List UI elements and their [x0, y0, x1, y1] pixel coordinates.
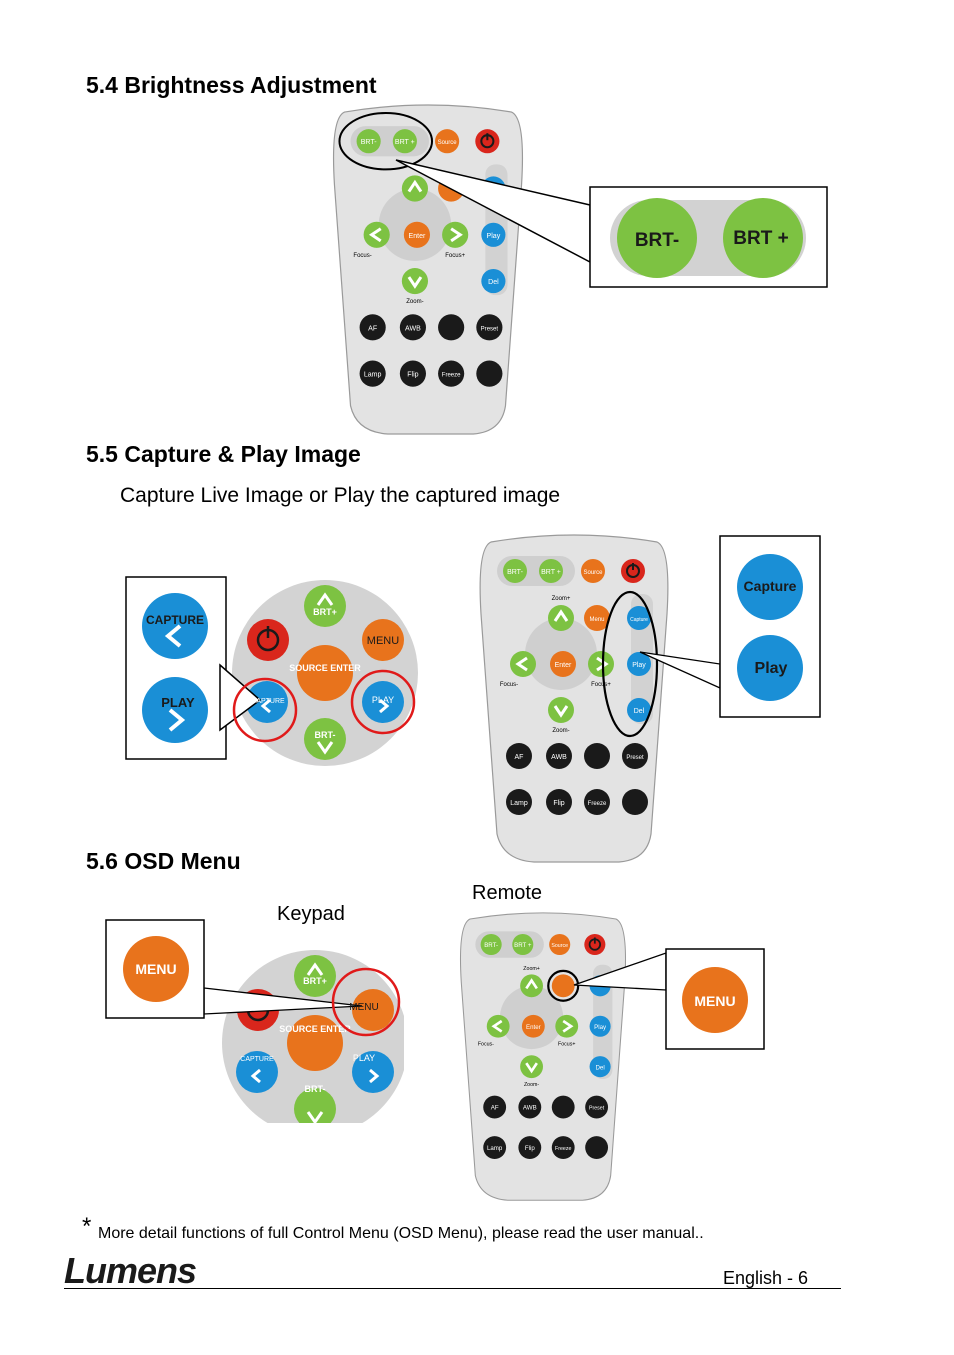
keypad-label: BRT-: [305, 1084, 326, 1094]
remote-label: AF: [515, 754, 524, 761]
remote-label: Focus+: [445, 253, 465, 259]
lumens-logo: Lumens: [64, 1250, 197, 1291]
remote-label: BRT +: [514, 942, 532, 949]
remote-label: Del: [634, 708, 645, 715]
section-5-5-heading: 5.5 Capture & Play Image: [86, 441, 361, 467]
remote-label: Focus-: [478, 1042, 494, 1048]
remote-label: Preset: [481, 326, 499, 332]
remote-label: Enter: [526, 1024, 541, 1031]
remote-label: BRT +: [541, 569, 561, 576]
remote-label: BRT +: [395, 139, 415, 146]
menu-callout-remote: MENU: [573, 948, 765, 1050]
remote-label: Enter: [409, 233, 426, 240]
remote-label: Del: [488, 279, 499, 286]
remote-label: Source: [551, 943, 568, 949]
remote-label: Play: [487, 233, 501, 240]
remote-label: AF: [491, 1105, 499, 1112]
footnote-text: More detail functions of full Control Me…: [98, 1225, 704, 1242]
page-number: English - 6: [723, 1268, 809, 1288]
play-callout-label-remote: Play: [755, 660, 788, 677]
keypad-label: CAPTURE: [251, 698, 285, 705]
remote-label: Flip: [525, 1145, 535, 1152]
remote-label: Zoom+: [523, 966, 540, 972]
keypad-label: CAPTURE: [240, 1056, 274, 1063]
remote-label: Lamp: [487, 1145, 503, 1152]
remote-label: Preset: [589, 1106, 605, 1112]
remote-label: AWB: [523, 1105, 537, 1112]
capture-callout-label-remote: Capture: [744, 578, 797, 594]
keypad-menu: MENU BRT+ MENU SOURCE ENTER CAPTURE PLAY…: [105, 919, 404, 1123]
remote-label: Capture: [630, 617, 648, 623]
play-callout-label: PLAY: [161, 695, 195, 710]
remote-label: AF: [368, 325, 378, 332]
keypad-label: SOURCE ENTER: [289, 663, 361, 673]
keypad-label: SOURCE ENTER: [279, 1024, 351, 1034]
remote-label: Focus-: [353, 253, 371, 259]
section-5-5-description: Capture Live Image or Play the captured …: [120, 484, 561, 507]
remote-label: AWB: [405, 325, 421, 332]
remote-label: Freeze: [588, 801, 607, 807]
footnote-star: *: [82, 1213, 92, 1240]
remote-label: Freeze: [555, 1146, 571, 1152]
remote-label: Menu: [589, 617, 604, 623]
remote-label: Play: [594, 1024, 607, 1031]
remote-label: Focus-: [500, 682, 518, 688]
keypad-label: BRT+: [313, 607, 337, 617]
footer-rule: [64, 1288, 841, 1289]
remote-label: Zoom-: [406, 299, 423, 305]
remote-label: Enter: [555, 662, 572, 669]
keypad-label: BRT-: [315, 730, 336, 740]
menu-callout-label: MENU: [135, 961, 176, 977]
remote-label: Zoom-: [524, 1082, 539, 1088]
remote-illustration-capture: BRT- BRT + Source Zoom+ Menu Capture Ent…: [478, 534, 670, 864]
remote-label: BRT-: [484, 942, 498, 949]
keypad-caption: Keypad: [277, 903, 345, 925]
remote-label: Freeze: [442, 373, 461, 379]
section-5-4-heading: 5.4 Brightness Adjustment: [86, 72, 377, 98]
remote-illustration-brightness: BRT- BRT + Source Enter Play Del Focus- …: [332, 104, 524, 436]
remote-label: Lamp: [364, 372, 382, 379]
remote-label: Flip: [407, 372, 418, 379]
remote-illustration-menu: BRT- BRT + Source Zoom+ Enter Play Del F…: [459, 912, 627, 1202]
remote-label: Zoom-: [552, 728, 569, 734]
keypad-capture-play: CAPTURE PLAY BRT+ MENU SOURCE ENTER CAPT…: [125, 576, 420, 768]
remote-label: Del: [596, 1064, 605, 1071]
remote-label: BRT-: [361, 139, 378, 146]
capture-play-callout: Capture Play: [639, 535, 821, 718]
remote-label: Source: [438, 140, 458, 146]
remote-label: Zoom+: [552, 596, 571, 602]
keypad-label: MENU: [367, 635, 399, 647]
remote-label: Focus+: [591, 682, 611, 688]
keypad-label: MENU: [349, 1002, 378, 1013]
remote-label: Lamp: [510, 800, 528, 807]
remote-caption: Remote: [472, 882, 543, 904]
brt-minus-label: BRT-: [635, 230, 679, 251]
remote-label: AWB: [551, 754, 567, 761]
remote-label: Preset: [626, 755, 644, 761]
capture-callout-label: CAPTURE: [146, 613, 204, 627]
menu-callout-label-remote: MENU: [694, 993, 735, 1009]
keypad-label: BRT+: [303, 976, 327, 986]
remote-label: Source: [583, 570, 603, 576]
remote-label: Focus+: [558, 1042, 575, 1048]
keypad-label: PLAY: [353, 1053, 375, 1063]
brt-plus-label: BRT +: [733, 228, 788, 249]
remote-label: Play: [632, 662, 646, 669]
remote-label: Flip: [553, 800, 564, 807]
section-5-6-heading: 5.6 OSD Menu: [86, 848, 241, 874]
remote-label: BRT-: [507, 569, 523, 576]
brt-callout-lines: BRT- BRT +: [395, 159, 828, 288]
keypad-label: PLAY: [372, 695, 394, 705]
